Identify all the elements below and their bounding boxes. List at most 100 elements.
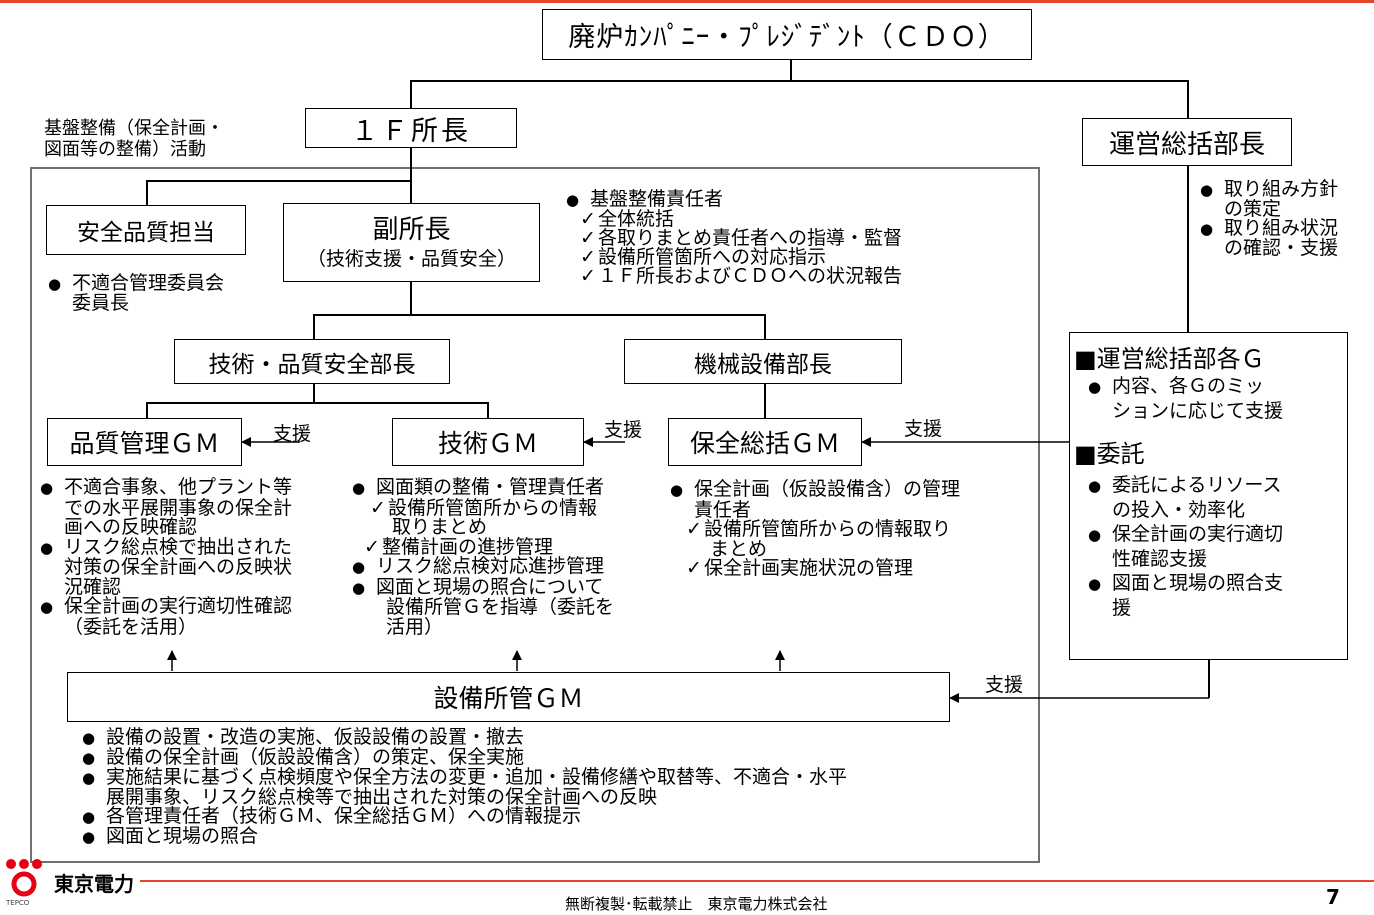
- company-name: 東京電力: [54, 872, 134, 896]
- footer-line: [140, 880, 1374, 882]
- list-item: 委員長: [72, 292, 130, 314]
- safety-quality-box: 安全品質担当: [46, 205, 246, 255]
- list-item: 性確認支援: [1112, 548, 1208, 570]
- deputy-duty-list: 基盤整備責任者 全体統括 各取りまとめ責任者への指導・監督 設備所管箇所への対応…: [566, 190, 902, 286]
- maint-gm-list: 保全計画（仮設設備含）の管理 責任者 設備所管箇所からの情報取り まとめ 保全計…: [670, 479, 960, 579]
- infra-activity-label: 基盤整備（保全計画・ 図面等の整備）活動: [44, 118, 224, 160]
- list-item: 責任者: [694, 498, 752, 521]
- ops-chief-list: 取り組み方針 の策定 取り組み状況 の確認・支援: [1200, 180, 1338, 258]
- connector: [410, 148, 412, 180]
- connector: [410, 80, 412, 108]
- tech-gm-label: 技術ＧＭ: [437, 429, 538, 458]
- support-label: 支援: [604, 419, 643, 441]
- ops-groups-item: 委託によるリソース の投入・効率化 保全計画の実行適切 性確認支援 図面と現場の…: [1088, 473, 1360, 620]
- list-item: 全体統括: [566, 210, 902, 229]
- ops-groups-title: ■運営総括部各Ｇ: [1074, 345, 1265, 373]
- tepco-text: TEPCO: [6, 899, 30, 907]
- list-item: の策定: [1224, 198, 1282, 220]
- infra-activity-line: 図面等の整備）活動: [44, 139, 206, 160]
- list-item: 委託によるリソース: [1088, 473, 1360, 498]
- deputy-subtitle: （技術支援・品質安全）: [306, 247, 516, 270]
- site-frame: [30, 167, 1040, 863]
- list-item: 図面と現場の照合支: [1088, 571, 1360, 596]
- maint-gm-label: 保全総括ＧＭ: [689, 429, 840, 458]
- deputy-title: 副所長: [372, 214, 451, 245]
- list-item: 展開事象、リスク総点検等で抽出された対策の保全計画への反映: [106, 786, 658, 808]
- list-item: ションに応じて支援: [1112, 400, 1284, 422]
- list-item: 取り組み方針: [1200, 180, 1338, 200]
- list-item: 設備の保全計画（仮設設備含）の策定、保全実施: [82, 748, 847, 768]
- deputy-box: 副所長 （技術支援・品質安全）: [283, 203, 540, 282]
- list-item: 実施結果に基づく点検頻度や保全方法の変更・追加・設備修繕や取替等、不適合・水平: [82, 768, 847, 788]
- list-item: 不適合管理委員会: [48, 274, 224, 294]
- maint-gm-box: 保全総括ＧＭ: [668, 418, 862, 466]
- list-item: 保全計画の実行適切性確認: [40, 596, 292, 618]
- connector: [790, 60, 792, 80]
- list-item: １Ｆ所長およびＣＤＯへの状況報告: [566, 267, 902, 286]
- connector: [764, 384, 766, 418]
- tech-qs-chief-label: 技術・品質安全部長: [208, 351, 416, 378]
- support-label: 支援: [985, 674, 1024, 696]
- tech-gm-list: 図面類の整備・管理責任者 設備所管箇所からの情報 取りまとめ 整備計画の進捗管理…: [352, 477, 615, 638]
- support-label: 支援: [904, 418, 943, 440]
- connector: [410, 282, 412, 314]
- list-item: リスク総点検で抽出された: [40, 537, 292, 559]
- facility-gm-label: 設備所管ＧＭ: [433, 684, 584, 713]
- list-item: 図面と現場の照合: [82, 827, 847, 847]
- list-item: 取りまとめ: [392, 516, 488, 538]
- infra-activity-line: 基盤整備（保全計画・: [44, 118, 224, 139]
- list-item: 不適合事象、他プラント等: [40, 477, 292, 499]
- list-item: 図面と現場の照合について: [352, 577, 614, 599]
- list-item: 援: [1112, 597, 1132, 619]
- list-item: まとめ: [710, 537, 768, 560]
- connector: [764, 314, 766, 339]
- connector: [146, 180, 411, 182]
- cdo-box: 廃炉ｶﾝﾊﾟﾆｰ・ﾌﾟﾚｼﾞﾃﾞﾝﾄ（ＣＤＯ）: [542, 9, 1032, 60]
- site-chief-box: １Ｆ所長: [305, 108, 517, 148]
- facility-gm-box: 設備所管ＧＭ: [67, 672, 950, 722]
- page-number: 7: [1326, 885, 1340, 909]
- top-accent-line: [0, 0, 1374, 3]
- list-item: 各取りまとめ責任者への指導・監督: [566, 229, 902, 248]
- ops-chief-label: 運営総括部長: [1108, 129, 1265, 160]
- connector: [146, 402, 148, 418]
- cdo-label: 廃炉ｶﾝﾊﾟﾆｰ・ﾌﾟﾚｼﾞﾃﾞﾝﾄ（ＣＤＯ）: [568, 22, 1006, 53]
- connector: [1187, 80, 1189, 118]
- copyright-text: 無断複製･転載禁止 東京電力株式会社: [565, 895, 828, 913]
- list-item: 保全計画実施状況の管理: [670, 558, 960, 579]
- tepco-logo-icon: [6, 859, 42, 897]
- connector: [313, 314, 765, 316]
- connector: [313, 384, 315, 402]
- mech-chief-box: 機械設備部長: [624, 339, 902, 384]
- ops-groups-title: ■委託: [1074, 440, 1145, 468]
- list-item: 設備所管箇所からの情報: [352, 498, 614, 519]
- ops-chief-box: 運営総括部長: [1082, 118, 1292, 166]
- quality-gm-box: 品質管理ＧＭ: [47, 418, 242, 466]
- connector: [146, 180, 148, 205]
- list-item: 画への反映確認: [64, 516, 198, 538]
- tech-gm-box: 技術ＧＭ: [392, 418, 584, 466]
- quality-gm-list: 不適合事象、他プラント等 での水平展開事象の保全計 画への反映確認 リスク総点検…: [40, 477, 293, 637]
- quality-gm-label: 品質管理ＧＭ: [69, 429, 220, 458]
- connector: [146, 402, 488, 404]
- connector: [1187, 166, 1189, 332]
- site-chief-label: １Ｆ所長: [351, 115, 471, 147]
- ops-groups-content: ■運営総括部各Ｇ 内容、各Ｇのミッ ションに応じて支援 ■委託 委託によるリソー…: [1074, 344, 1346, 620]
- list-item: の確認・支援: [1224, 237, 1339, 259]
- tech-qs-chief-box: 技術・品質安全部長: [174, 339, 450, 384]
- list-item: リスク総点検対応進捗管理: [352, 556, 614, 578]
- list-item: 活用）: [386, 615, 444, 638]
- connector: [313, 314, 315, 339]
- list-item: 設備所管箇所への対応指示: [566, 248, 902, 267]
- list-item: での水平展開事象の保全計: [64, 496, 293, 519]
- list-item: 各管理責任者（技術ＧＭ、保全総括ＧＭ）への情報提示: [82, 807, 847, 827]
- connector: [410, 180, 412, 203]
- list-item: 基盤整備責任者: [566, 190, 902, 210]
- list-item: 取り組み状況: [1200, 219, 1338, 239]
- support-label: 支援: [273, 423, 312, 445]
- list-item: 設備所管Ｇを指導（委託を: [386, 596, 615, 618]
- list-item: 況確認: [64, 575, 122, 598]
- connector: [410, 80, 1188, 82]
- ops-groups-item: 内容、各Ｇのミッ ションに応じて支援: [1088, 374, 1360, 423]
